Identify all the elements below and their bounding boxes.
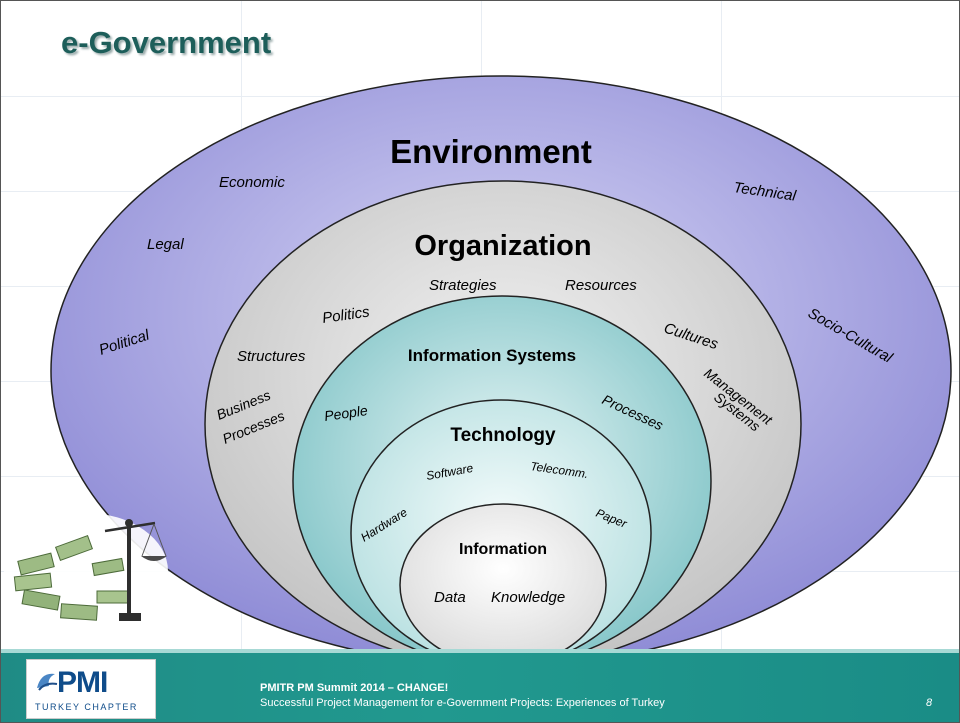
slide-title: e-Government: [61, 25, 272, 60]
pmi-logo: PMI TURKEY CHAPTER: [26, 659, 156, 719]
footer-event-title: PMITR PM Summit 2014 – CHANGE!: [260, 682, 449, 694]
information-label: Information: [459, 541, 547, 558]
technology-label: Technology: [450, 425, 556, 446]
footer-presentation-title: Successful Project Management for e-Gove…: [260, 697, 665, 709]
factor-data: Data: [434, 589, 466, 606]
factor-strategies: Strategies: [429, 277, 497, 294]
information-systems-label: Information Systems: [408, 346, 576, 365]
factor-economic: Economic: [219, 174, 285, 191]
footer-accent-strip: [1, 649, 959, 653]
pmi-swan-icon: [37, 673, 58, 691]
factor-structures: Structures: [237, 348, 306, 365]
factor-knowledge: Knowledge: [491, 589, 565, 606]
factor-politics: Politics: [321, 303, 371, 327]
pmi-logo-text: PMI: [57, 666, 108, 699]
factor-people: People: [323, 402, 369, 424]
environment-label: Environment: [390, 133, 592, 170]
footer-bar: [1, 653, 959, 722]
money-scales-image: [4, 513, 168, 629]
organization-label: Organization: [414, 230, 591, 262]
factor-resources: Resources: [565, 277, 637, 294]
page-number: 8: [926, 697, 933, 709]
information-ring: [399, 503, 607, 667]
pmi-logo-subtitle: TURKEY CHAPTER: [35, 702, 138, 712]
factor-legal: Legal: [147, 236, 184, 253]
